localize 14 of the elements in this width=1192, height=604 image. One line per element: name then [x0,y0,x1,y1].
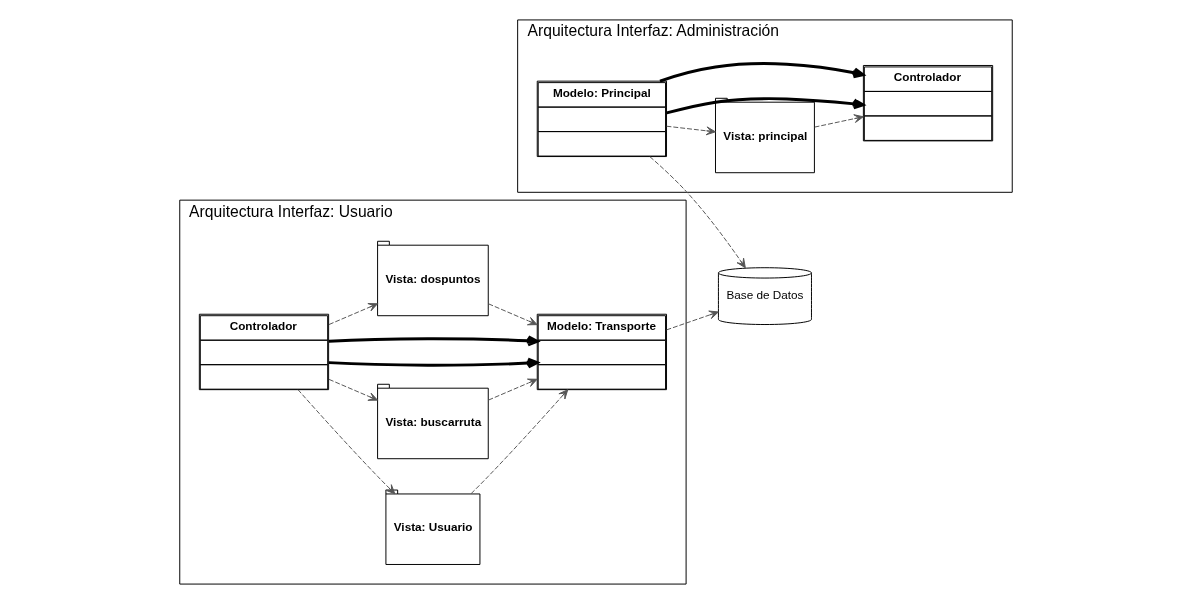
arrow [470,389,569,495]
arrow [666,310,719,331]
arrow [328,357,539,369]
arrow [666,97,865,115]
arrow [328,378,379,401]
arrow [649,156,746,269]
arrow [488,378,538,401]
arrow [328,303,379,325]
arrow [297,389,396,495]
arrow [659,62,865,83]
arrow [328,335,539,347]
arrow [666,125,716,136]
arrow [488,303,538,326]
arrow [814,114,864,128]
